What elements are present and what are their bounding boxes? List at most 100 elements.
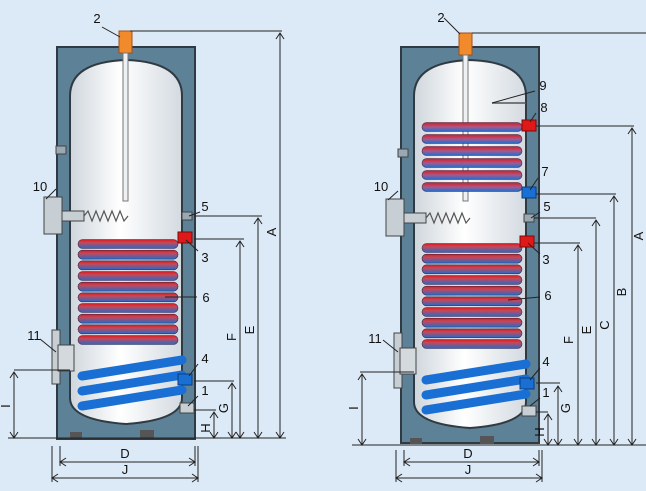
right-callout-1: 1 bbox=[542, 385, 549, 400]
left-coil-diag-turn bbox=[77, 355, 187, 381]
right-connector-4 bbox=[519, 377, 535, 390]
labels: 2105361141AEFGHIDJ2987105361141ABCEFGHID… bbox=[0, 10, 646, 477]
right-dim-J: J bbox=[465, 462, 472, 477]
left-coil-diag-turn bbox=[77, 385, 187, 411]
left-dim-D: D bbox=[120, 446, 129, 461]
right-coil-top-turn bbox=[421, 182, 523, 192]
right-top-connector bbox=[458, 32, 473, 56]
dimension-arrow bbox=[532, 457, 540, 467]
dimension-line bbox=[530, 211, 541, 219]
right-dim-I: I bbox=[346, 406, 361, 410]
dimension-line bbox=[382, 339, 399, 353]
right-callout-3: 3 bbox=[542, 252, 549, 267]
dimension-arrow bbox=[553, 385, 563, 393]
left-callout-6: 6 bbox=[202, 290, 209, 305]
left-dim-F: F bbox=[224, 333, 239, 341]
dimension-arrow bbox=[543, 413, 553, 421]
right-dim-E: E bbox=[579, 325, 594, 334]
left-coil-turn bbox=[77, 260, 179, 271]
dimension-arrow bbox=[275, 431, 285, 439]
left-coil-turn bbox=[77, 281, 179, 292]
right-coil-top-turn bbox=[421, 158, 523, 168]
left-coil-turn bbox=[77, 324, 179, 335]
right-dim-B: B bbox=[614, 288, 629, 297]
dimension-arrow bbox=[357, 373, 367, 381]
right-dim-F: F bbox=[561, 336, 576, 344]
dimension-arrow bbox=[227, 382, 237, 390]
dimension-arrow bbox=[59, 457, 67, 467]
dimension-line bbox=[527, 242, 541, 255]
right-tank bbox=[385, 32, 540, 444]
left-callout-5: 5 bbox=[201, 199, 208, 214]
dimension-line bbox=[188, 211, 201, 217]
dimension-line bbox=[45, 188, 57, 200]
dimension-line bbox=[39, 338, 57, 353]
right-callout-8: 8 bbox=[540, 100, 547, 115]
right-flange-11-body bbox=[399, 347, 417, 375]
dimension-arrow bbox=[188, 457, 196, 467]
dimension-arrow bbox=[573, 438, 583, 446]
right-heat-coil-upper bbox=[421, 122, 523, 192]
right-coil-turn bbox=[421, 243, 523, 253]
left-callout-11: 11 bbox=[27, 328, 41, 343]
dimension-arrow bbox=[51, 473, 59, 483]
left-flange-11-body bbox=[57, 344, 75, 372]
dimension-line bbox=[529, 177, 539, 191]
left-heat-coil bbox=[77, 239, 187, 411]
right-callout-5: 5 bbox=[543, 199, 550, 214]
dimension-arrow bbox=[253, 431, 263, 439]
left-anode-rod bbox=[122, 52, 129, 202]
dimension-arrow bbox=[227, 431, 237, 439]
right-connector-7 bbox=[521, 186, 537, 199]
right-coil-top-turn bbox=[421, 122, 523, 132]
left-tank bbox=[43, 30, 196, 440]
dimension-arrow bbox=[609, 438, 619, 446]
right-callout-6: 6 bbox=[544, 288, 551, 303]
left-dim-J: J bbox=[122, 462, 129, 477]
left-foot-1 bbox=[70, 432, 82, 438]
dimension-line bbox=[188, 363, 199, 377]
left-top-connector bbox=[118, 30, 133, 54]
right-foot-1 bbox=[410, 438, 422, 444]
right-coil-diag-turn bbox=[421, 359, 531, 385]
right-dim-H: H bbox=[532, 427, 547, 436]
right-dim-C: C bbox=[597, 320, 612, 329]
left-callout-2: 2 bbox=[93, 11, 100, 26]
dimension-arrow bbox=[235, 431, 245, 439]
dimension-arrow bbox=[9, 371, 19, 379]
left-coil-turn bbox=[77, 249, 179, 260]
dimension-line bbox=[443, 17, 461, 35]
left-dim-A: A bbox=[264, 227, 279, 236]
right-drain-1 bbox=[521, 405, 537, 417]
dimension-arrow bbox=[253, 217, 263, 225]
right-coil-turn bbox=[421, 307, 523, 317]
dimension-arrow bbox=[627, 127, 637, 135]
left-callout-4: 4 bbox=[201, 351, 208, 366]
dimension-line bbox=[529, 397, 541, 407]
right-flange-stem bbox=[403, 212, 427, 224]
right-coil-top-turn bbox=[421, 146, 523, 156]
left-connector-3 bbox=[177, 231, 193, 244]
dimension-arrow bbox=[553, 438, 563, 446]
right-callout-10: 10 bbox=[374, 179, 388, 194]
left-sensor-5 bbox=[181, 211, 193, 221]
right-dim-A: A bbox=[631, 231, 646, 240]
left-coil-turn bbox=[77, 292, 179, 303]
right-sensor-5 bbox=[523, 213, 535, 223]
left-dim-E: E bbox=[242, 325, 257, 334]
right-coil-top-turn bbox=[421, 170, 523, 180]
dimension-arrow bbox=[395, 473, 403, 483]
right-coil-turn bbox=[421, 285, 523, 296]
left-connector-4 bbox=[177, 373, 193, 386]
left-heater-element bbox=[83, 209, 129, 223]
dimension-arrow bbox=[403, 457, 411, 467]
left-side-sensor bbox=[55, 145, 67, 155]
right-coil-diag-turn bbox=[421, 374, 531, 400]
dimension-arrow bbox=[573, 244, 583, 252]
left-callout-10: 10 bbox=[33, 179, 47, 194]
dimension-arrow bbox=[591, 438, 601, 446]
left-flange-stem bbox=[61, 210, 85, 222]
left-coil-turn bbox=[77, 239, 179, 249]
